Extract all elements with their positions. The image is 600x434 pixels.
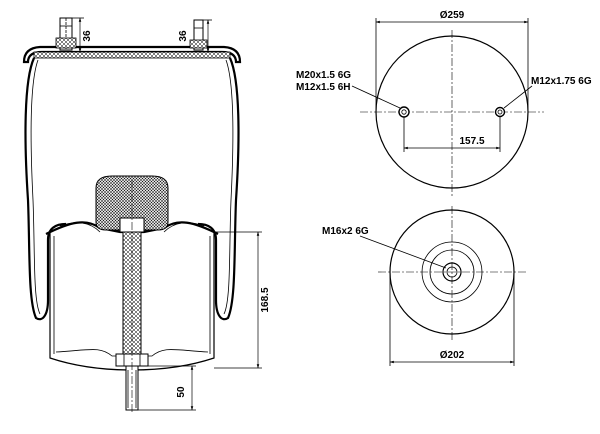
- label-bottom-diameter: Ø202: [440, 350, 465, 361]
- label-center-thread: M16x2 6G: [322, 226, 369, 237]
- top-view: Ø259 M20x1.5 6G M12x1.5 6H M12x1.75 6G 1…: [296, 10, 592, 196]
- label-top-thread-right: M12x1.75 6G: [531, 76, 592, 87]
- label-stud-length: 50: [176, 386, 187, 398]
- label-plate-height-right: 36: [178, 30, 189, 42]
- dim-plate-height-right: 36: [178, 19, 212, 53]
- stud-hole-right: [494, 106, 506, 118]
- rubber-bellow: [24, 57, 240, 321]
- center-bolt: [115, 180, 149, 414]
- label-top-thread-left-1: M20x1.5 6G: [296, 70, 351, 81]
- label-plate-height-left: 36: [82, 30, 93, 42]
- side-view: 36 36: [22, 17, 271, 414]
- label-stud-spacing: 157.5: [459, 136, 484, 147]
- dim-piston-height: 168.5: [214, 231, 271, 369]
- bump-stop: [95, 175, 169, 231]
- label-top-thread-left-2: M12x1.5 6H: [296, 82, 350, 93]
- dim-plate-height-left: 36: [72, 17, 93, 53]
- dim-stud-length: 50: [138, 365, 196, 411]
- top-stud-right: [189, 19, 208, 51]
- label-piston-height: 168.5: [260, 287, 271, 312]
- top-stud-left: [55, 17, 77, 51]
- label-top-diameter: Ø259: [440, 10, 465, 21]
- bottom-view: M16x2 6G Ø202: [322, 206, 526, 366]
- top-plate-band: [33, 51, 231, 59]
- stud-hole-left: [398, 106, 410, 118]
